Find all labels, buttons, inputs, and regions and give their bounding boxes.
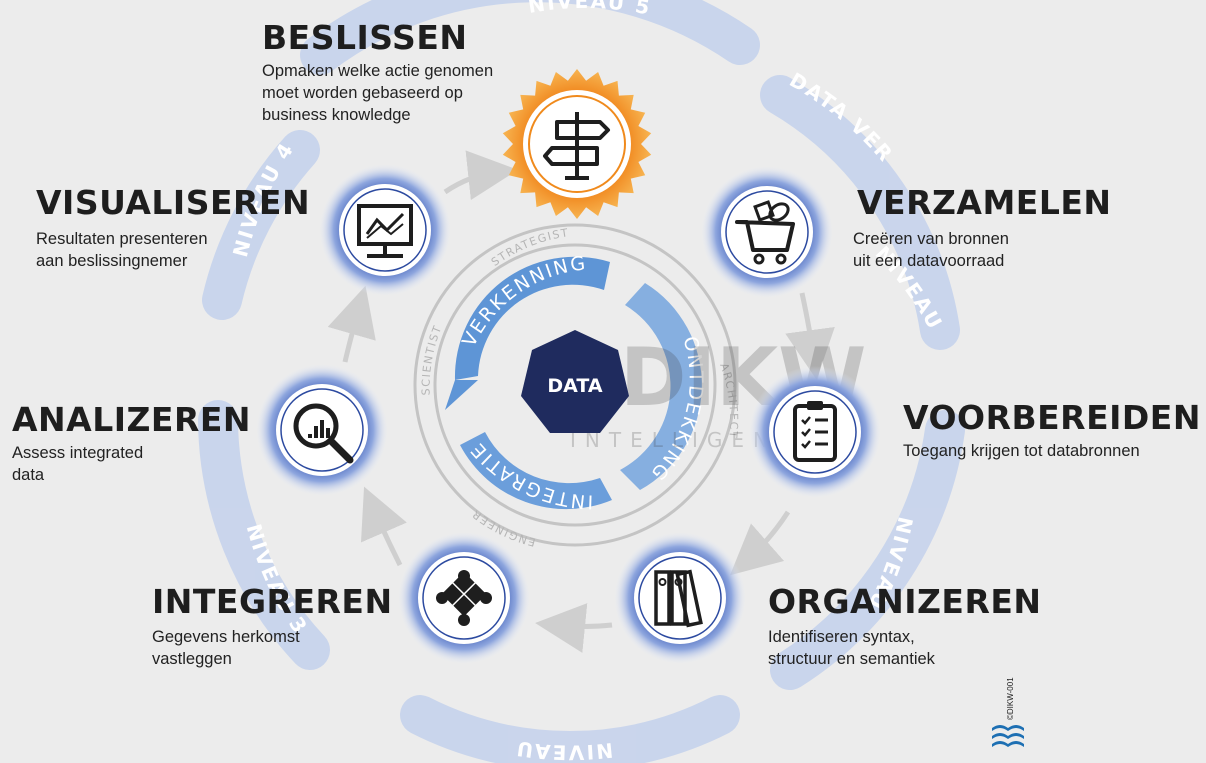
title-analizeren: ANALIZEREN [12, 400, 252, 439]
node-integreren [398, 532, 530, 664]
node-organizeren [614, 532, 746, 664]
magnifier-chart-icon [293, 403, 354, 464]
desc-voorbereiden: Toegang krijgen tot databronnen [903, 442, 1140, 460]
node-voorbereiden [749, 366, 881, 498]
shopping-cart-icon [735, 200, 795, 265]
inner-cycle [445, 256, 702, 510]
dikw-logo [992, 725, 1024, 747]
desc-visualiseren: Resultaten presenteren aan beslissingnem… [36, 230, 208, 270]
flow-arrows [327, 150, 835, 653]
signpost-icon [543, 112, 610, 180]
data-hub: DATA [521, 330, 629, 433]
desc-beslissen: Opmaken welke actie genomen moet worden … [262, 62, 494, 124]
copyright: ©DIKW-001 [1006, 677, 1015, 720]
level-label-5: NIVEAU 5 [526, 0, 653, 20]
svg-text:DATA: DATA [547, 375, 602, 397]
clipboard-checklist-icon [793, 401, 837, 462]
desc-verzamelen: Creëren van bronnen uit een datavoorraad [853, 230, 1009, 270]
node-visualiseren [319, 164, 451, 296]
title-beslissen: BESLISSEN [262, 18, 468, 57]
node-verzamelen [701, 166, 833, 298]
node-analizeren [256, 364, 388, 496]
title-integreren: INTEGREREN [152, 582, 393, 621]
desc-organizeren: Identifiseren syntax, structuur en seman… [768, 628, 935, 668]
inner-ring-outline [413, 223, 737, 547]
title-organizeren: ORGANIZEREN [768, 582, 1042, 621]
title-voorbereiden: VOORBEREIDEN [903, 398, 1201, 437]
puzzle-icon [436, 570, 492, 626]
binders-icon [654, 569, 703, 628]
title-verzamelen: VERZAMELEN [857, 183, 1112, 222]
title-visualiseren: VISUALISEREN [36, 183, 311, 222]
desc-integreren: Gegevens herkomst vastleggen [152, 628, 300, 668]
level-ring [198, 0, 965, 763]
desc-analizeren: Assess integrated data [12, 444, 144, 484]
monitor-chart-icon [357, 204, 413, 258]
node-beslissen [502, 69, 652, 219]
